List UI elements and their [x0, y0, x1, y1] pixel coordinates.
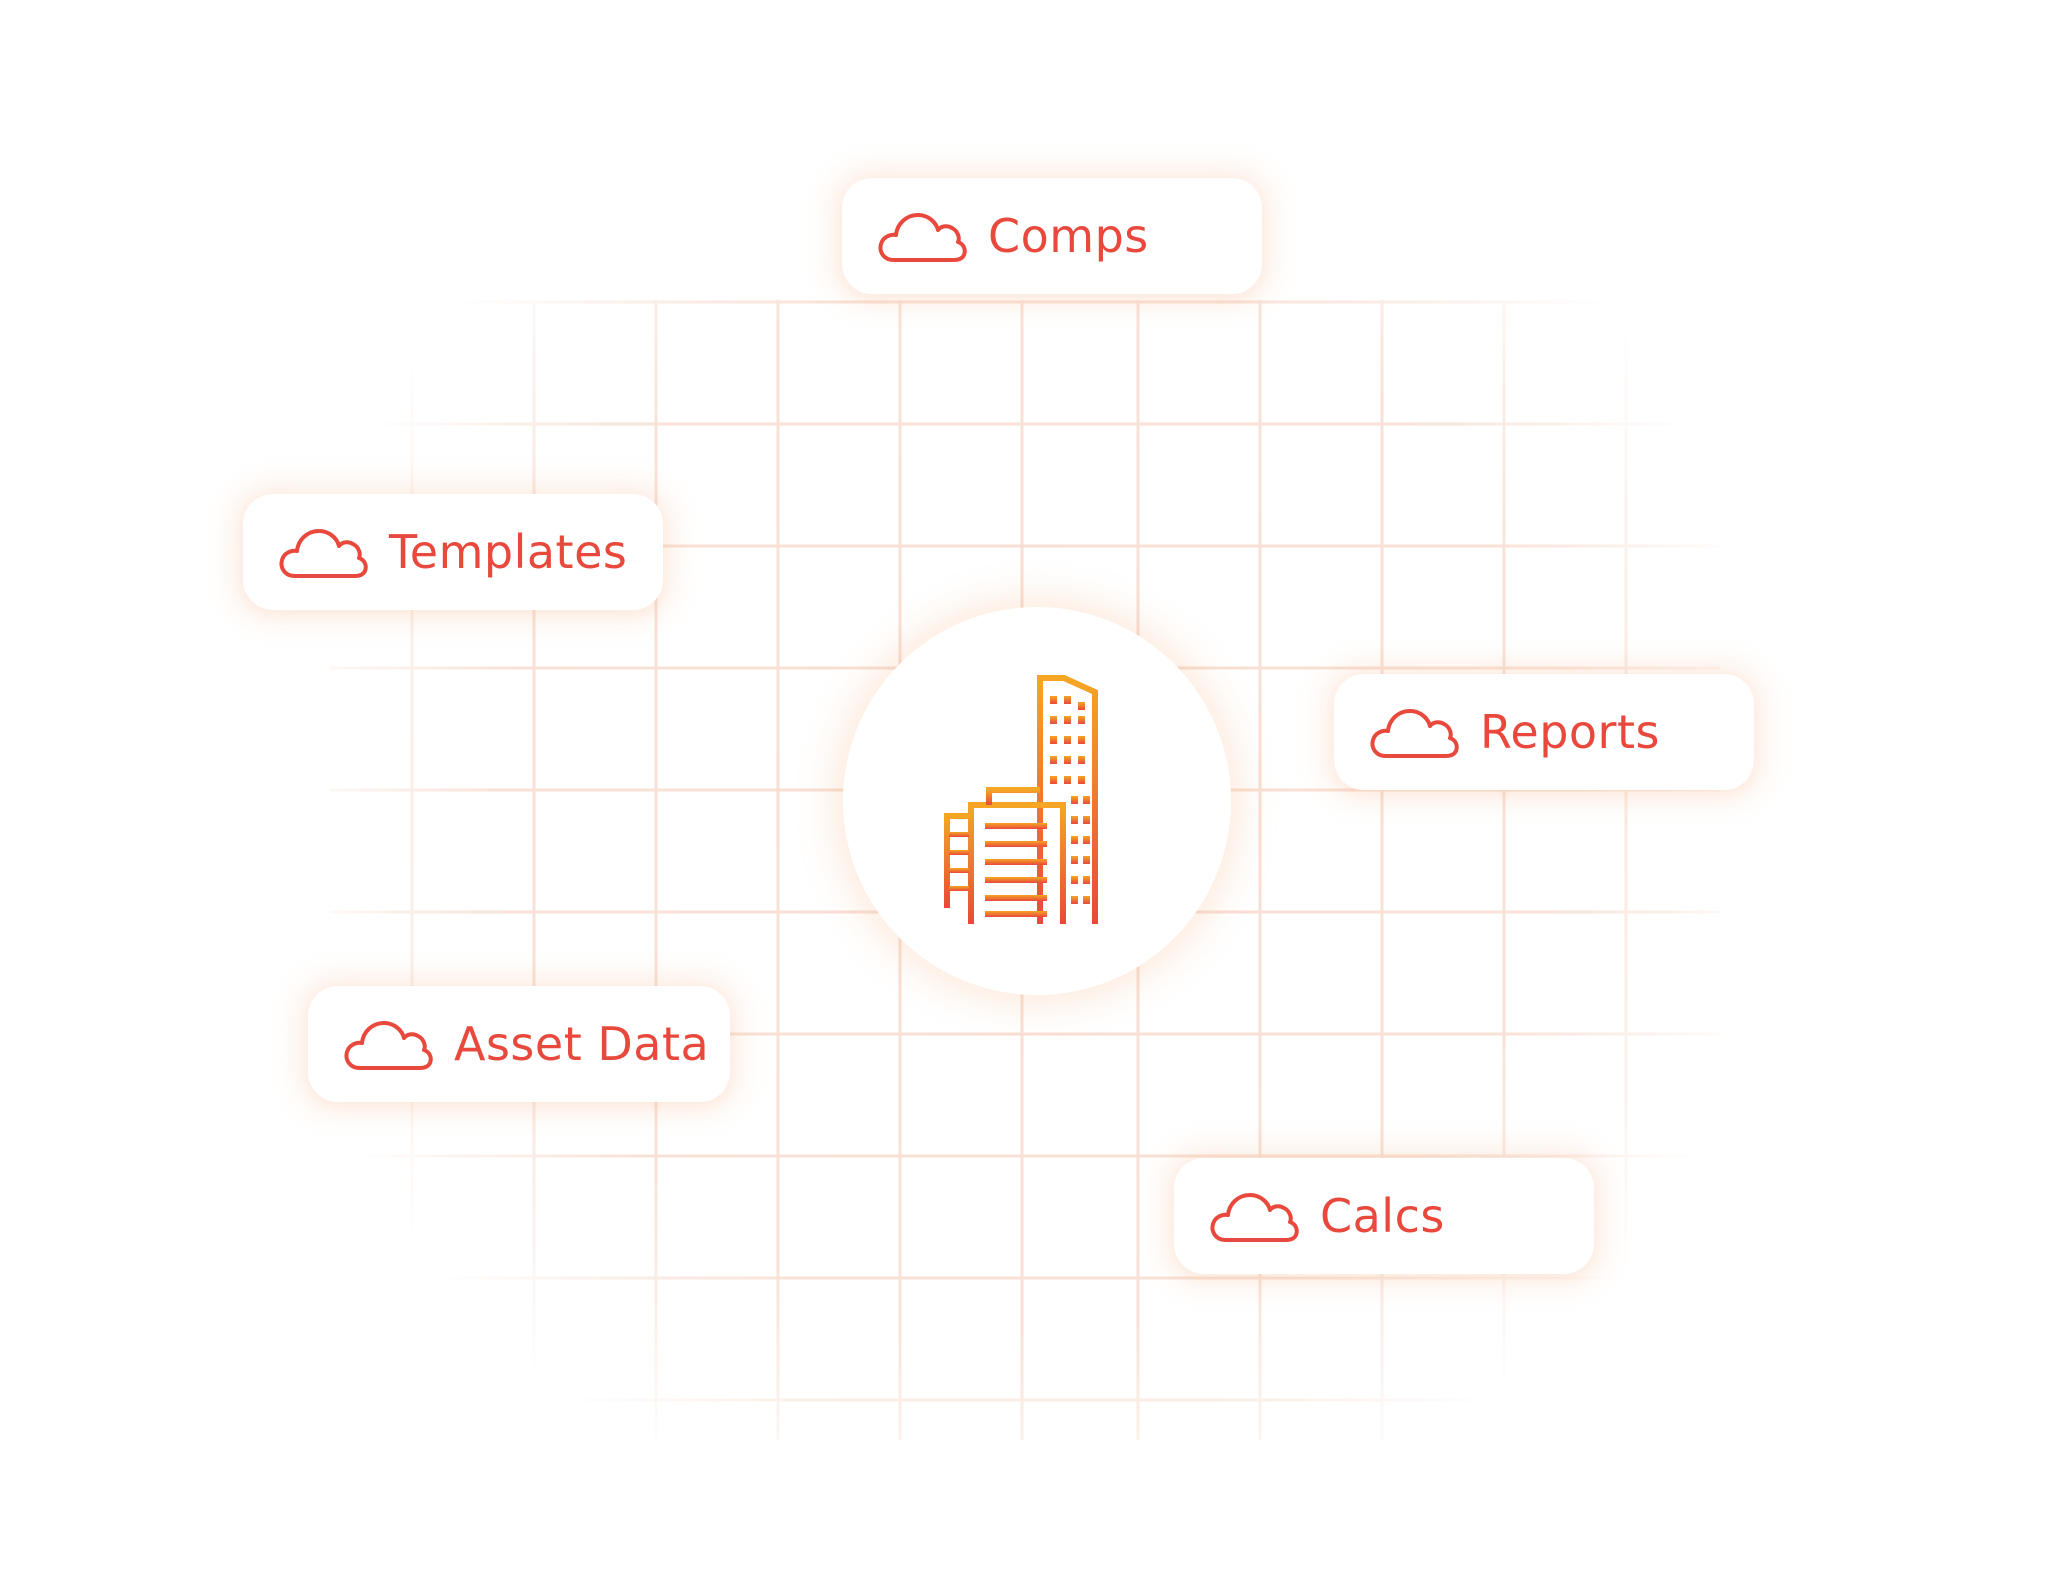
cloud-icon	[876, 208, 968, 264]
node-label: Reports	[1480, 705, 1660, 759]
node-label: Calcs	[1320, 1189, 1445, 1243]
node-templates[interactable]: Templates	[243, 494, 663, 610]
node-label: Comps	[988, 209, 1149, 263]
node-reports[interactable]: Reports	[1334, 674, 1754, 790]
building-icon	[943, 675, 1133, 928]
node-label: Asset Data	[454, 1017, 710, 1071]
node-comps[interactable]: Comps	[842, 178, 1262, 294]
cloud-icon	[1368, 704, 1460, 760]
cloud-icon	[1208, 1188, 1300, 1244]
cloud-icon	[342, 1016, 434, 1072]
node-label: Templates	[389, 525, 628, 579]
hub-circle	[843, 607, 1231, 995]
cloud-icon	[277, 524, 369, 580]
node-asset-data[interactable]: Asset Data	[308, 986, 730, 1102]
node-calcs[interactable]: Calcs	[1174, 1158, 1594, 1274]
